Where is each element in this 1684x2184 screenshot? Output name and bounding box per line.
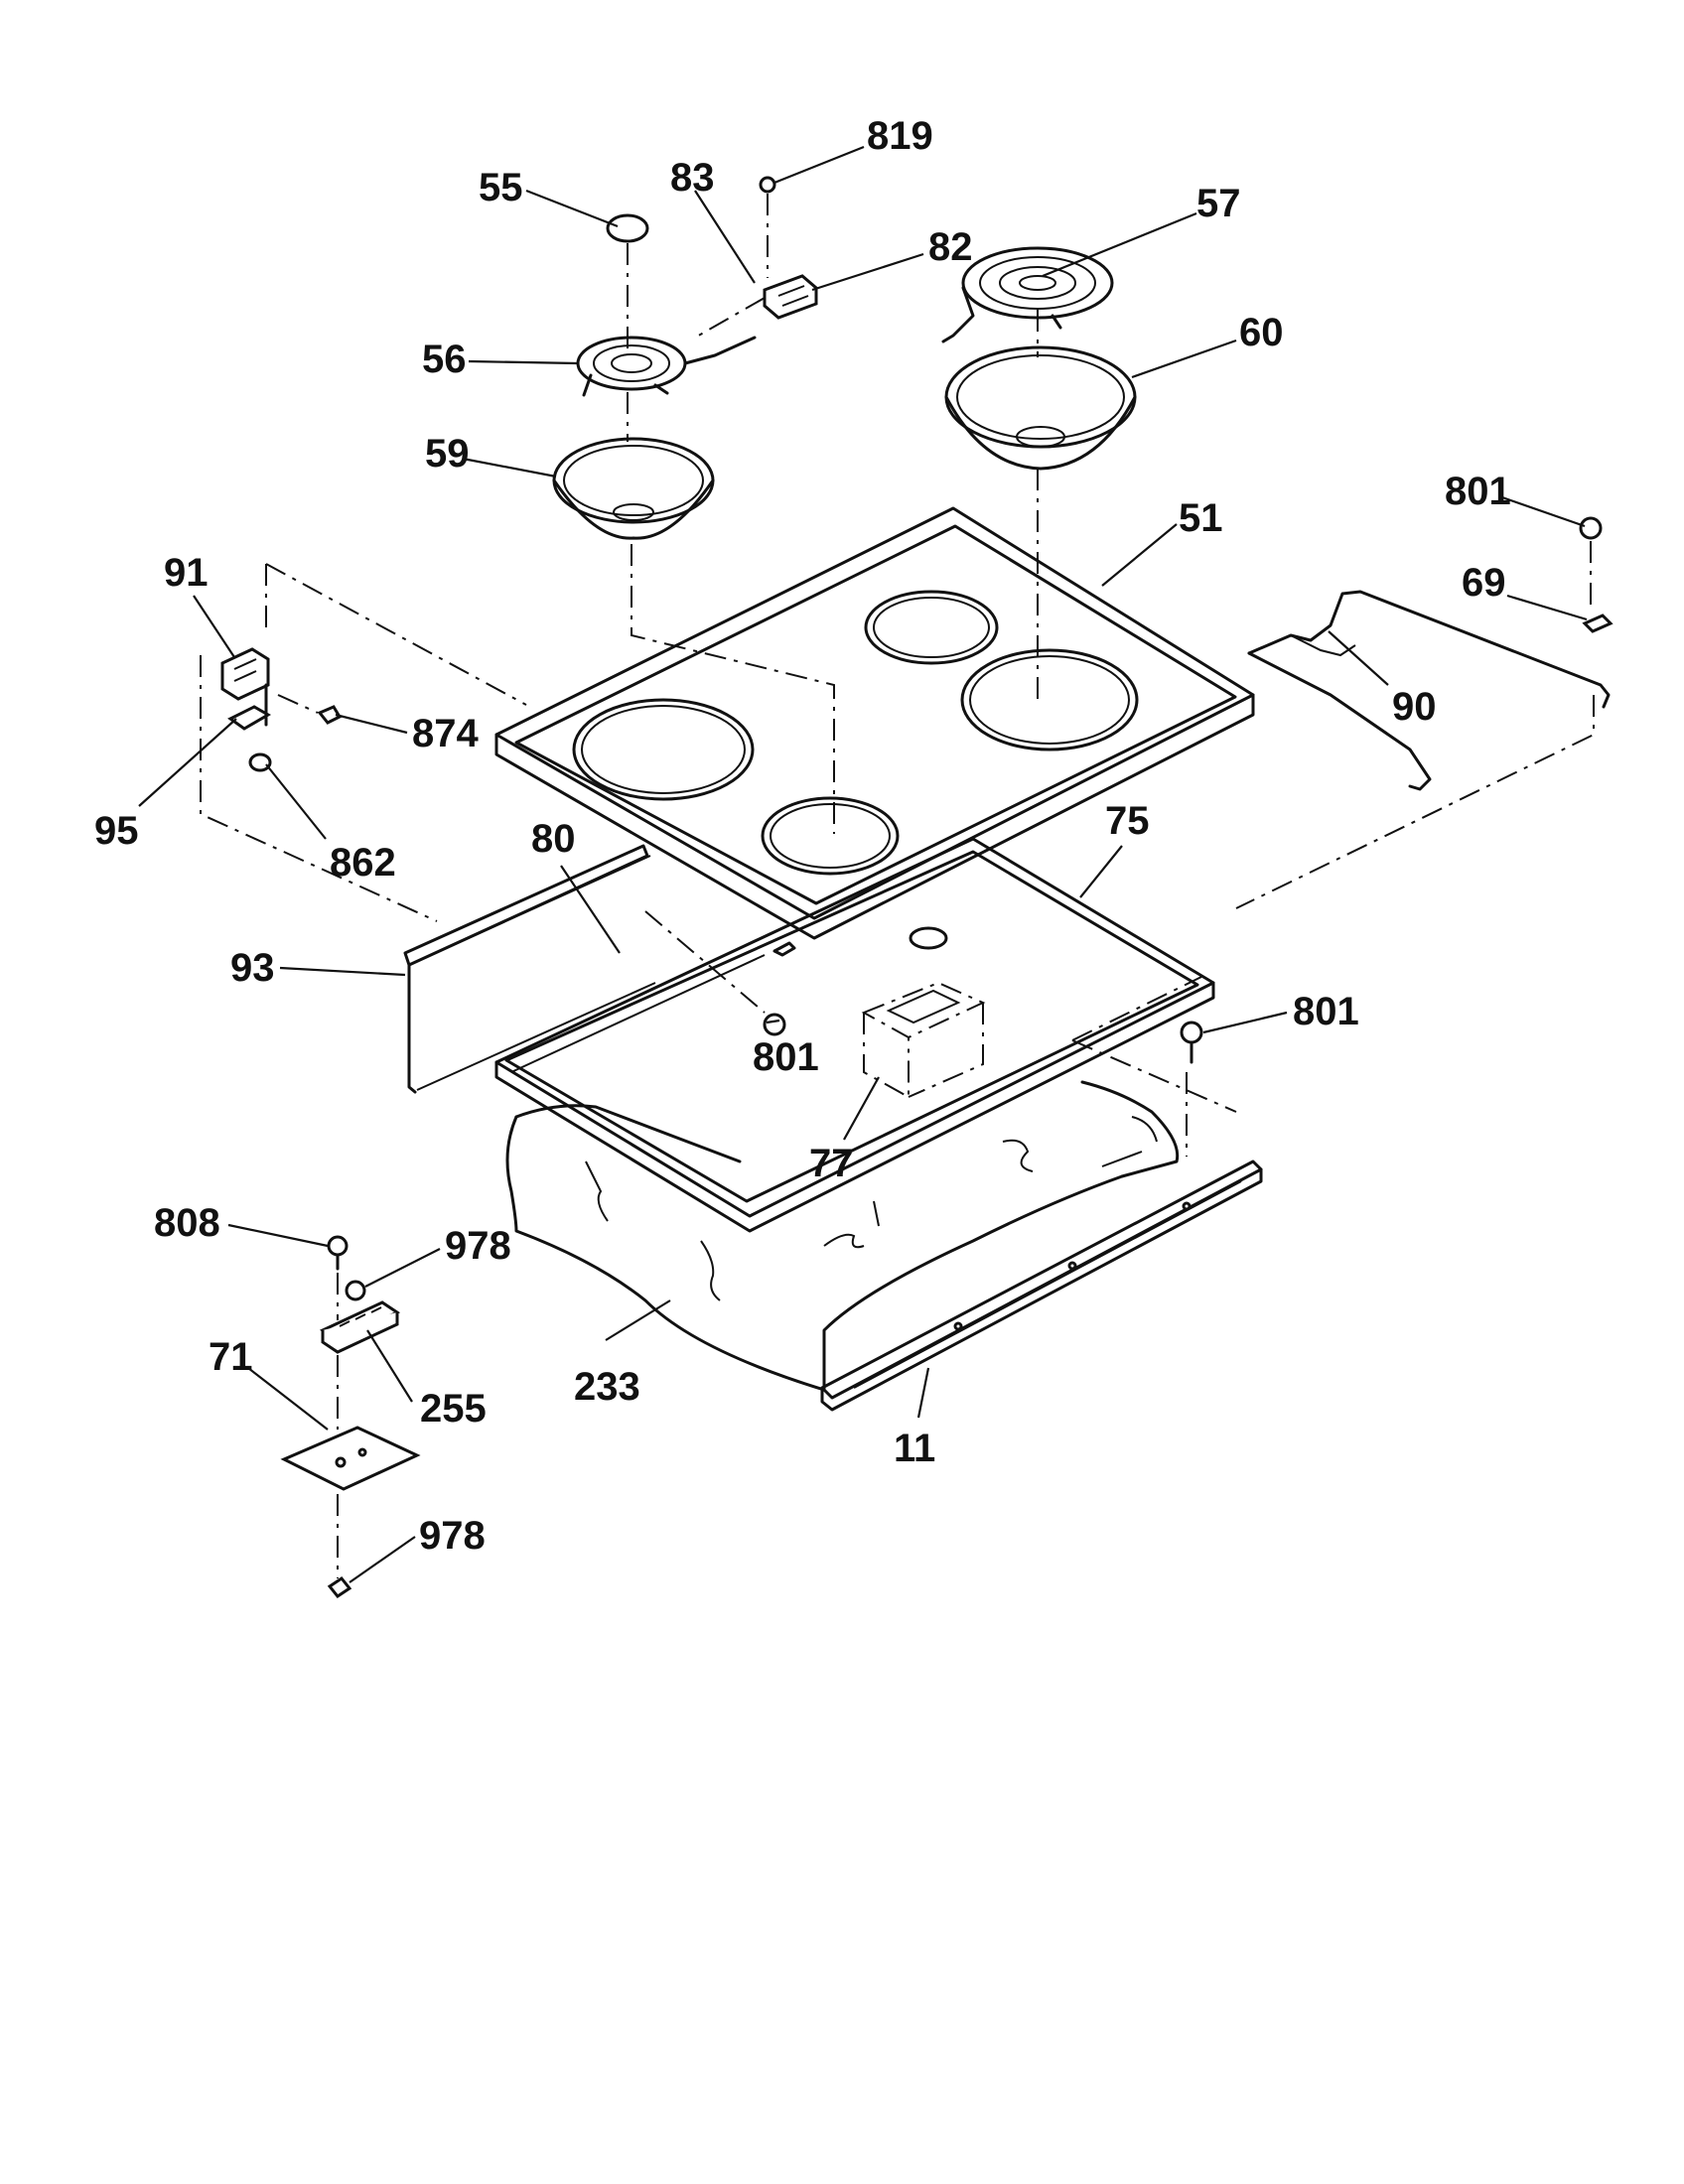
callout-69: 69 <box>1462 561 1506 605</box>
callout-90: 90 <box>1392 685 1437 729</box>
bottom-pan <box>494 837 1237 1233</box>
cooktop-main-top <box>494 506 1255 940</box>
callout-801-mid: 801 <box>753 1035 819 1079</box>
callout-801-right: 801 <box>1293 990 1359 1033</box>
callout-60: 60 <box>1239 311 1284 354</box>
junction-box <box>861 926 986 1099</box>
callout-82: 82 <box>928 225 973 269</box>
callout-93: 93 <box>230 946 275 990</box>
callout-255: 255 <box>420 1387 487 1431</box>
callout-801-top: 801 <box>1445 470 1511 513</box>
callout-862: 862 <box>330 841 396 885</box>
insulation-blanket <box>505 1080 1180 1392</box>
terminal-block-assembly <box>694 176 818 339</box>
callout-75: 75 <box>1105 799 1150 843</box>
callout-80: 80 <box>531 817 576 861</box>
pan-screw <box>1180 1021 1203 1157</box>
side-bracket-assembly <box>200 563 656 1094</box>
callout-labels: 55 83 819 57 82 56 60 59 801 51 69 91 90… <box>94 114 1511 1558</box>
callout-11: 11 <box>894 1427 935 1470</box>
large-burner-assembly <box>941 246 1137 700</box>
callout-233: 233 <box>574 1365 640 1409</box>
callout-808: 808 <box>154 1201 220 1245</box>
callout-57: 57 <box>1196 182 1241 225</box>
wire-harness <box>1235 516 1614 909</box>
callout-819: 819 <box>867 114 933 158</box>
callout-874: 874 <box>412 712 479 755</box>
terminal-board-assembly <box>280 1235 421 1599</box>
callout-71: 71 <box>209 1335 253 1379</box>
callout-978-top: 978 <box>445 1224 511 1268</box>
small-burner-assembly <box>552 213 835 834</box>
callout-978-bottom: 978 <box>419 1514 486 1558</box>
callout-51: 51 <box>1179 496 1223 540</box>
callout-91: 91 <box>164 551 209 595</box>
front-rail <box>820 1160 1263 1412</box>
callout-95: 95 <box>94 809 139 853</box>
callout-55: 55 <box>479 166 523 209</box>
leader-lines <box>138 145 1588 1583</box>
callout-83: 83 <box>670 156 715 200</box>
callout-59: 59 <box>425 432 470 476</box>
callout-56: 56 <box>422 338 467 381</box>
callout-77: 77 <box>809 1142 854 1185</box>
